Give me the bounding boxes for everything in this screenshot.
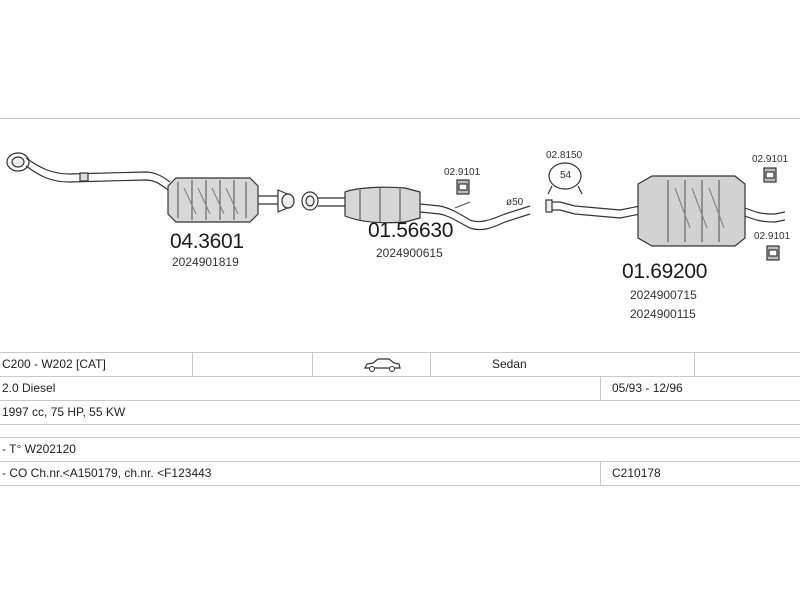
table-row: 1997 cc, 75 HP, 55 KW [0,401,800,425]
middle-silencer-part-number: 01.56630 [368,219,454,242]
rear-silencer-part-number: 01.69200 [622,260,708,283]
vehicle-model: C200 - W202 [CAT] [2,357,106,371]
rear-silencer-oem-1: 2024900715 [630,288,697,302]
table-row: - T° W202120 [0,438,800,462]
rubber-mount-icon [766,245,780,261]
pipe-bracket-icon [79,172,89,182]
body-type: Sedan [492,357,527,371]
mount-b-part-number: 02.9101 [752,154,789,165]
tailpipe [744,207,786,223]
exhaust-drawing [6,152,786,261]
type-note: - T° W202120 [2,442,76,456]
middle-silencer-oem: 2024900615 [376,246,443,260]
exhaust-diagram: 04.3601 2024901819 01.56630 2024900615 0… [0,118,800,353]
middle-flange-icon [301,191,319,211]
mount-a-part-number: 02.9101 [444,167,481,178]
catalyst-outlet-flange-icon [277,189,295,213]
table-row: - CO Ch.nr.<A150179, ch.nr. <F123443 C21… [0,462,800,486]
engine: 2.0 Diesel [2,381,56,395]
rear-silencer-icon [637,175,746,247]
table-row: 2.0 Diesel 05/93 - 12/96 [0,377,800,401]
table-row: C200 - W202 [CAT] Sedan [0,352,800,377]
clamp-icon [547,162,583,195]
mount-c-part-number: 02.9101 [754,231,791,242]
engine-specs: 1997 cc, 75 HP, 55 KW [2,405,126,419]
front-catalyst-part-number: 04.3601 [170,230,244,253]
front-catalyst-oem: 2024901819 [172,255,239,269]
table-row [0,425,800,438]
middle-silencer-icon [344,186,421,224]
rear-silencer-oem-2: 2024900115 [630,307,696,321]
clamp-part-number: 02.8150 [546,150,583,161]
system-code: C210178 [612,466,661,480]
rubber-mount-icon [763,167,777,183]
clamp-size: 54 [560,170,572,181]
production-years: 05/93 - 12/96 [612,381,683,395]
top-divider [0,118,800,119]
vehicle-info-table: C200 - W202 [CAT] Sedan 2.0 Diesel 05/93… [0,352,800,486]
pipe-diameter: ø50 [506,197,524,208]
front-pipe [25,165,173,193]
chassis-note: - CO Ch.nr.<A150179, ch.nr. <F123443 [2,466,212,480]
rubber-mount-icon [456,179,470,195]
middle-pipe [419,203,531,223]
front-catalyst-icon [167,177,259,223]
front-flange-icon [6,152,30,172]
car-icon [360,353,422,376]
